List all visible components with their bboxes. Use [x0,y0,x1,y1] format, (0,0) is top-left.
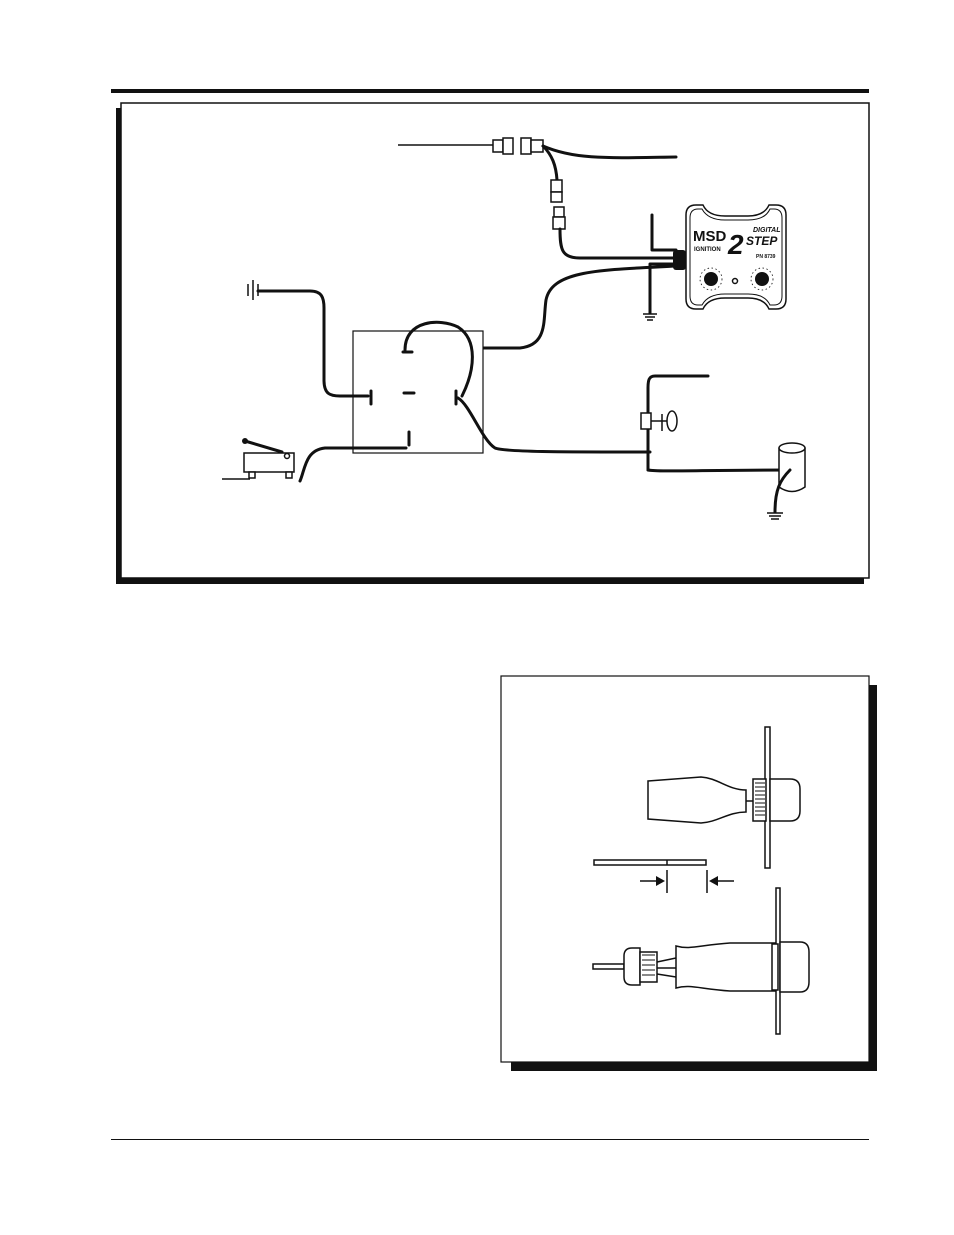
figure1-frame [121,103,869,578]
led-indicator [733,279,738,284]
brand-label: MSD [693,228,727,245]
part-number-label: PN 8739 [756,254,776,260]
relay [353,322,483,453]
wiring-diagram: MSD IGNITION 2 DIGITAL STEP PN 8739 [116,103,869,584]
connector-detail-diagram [501,676,877,1071]
product-top-label: DIGITAL [753,227,780,234]
product-word-label: STEP [746,234,778,248]
figure2-frame [501,676,869,1062]
brand-sub-label: IGNITION [694,247,721,253]
msd-2step-module: MSD IGNITION 2 DIGITAL STEP PN 8739 [673,205,786,309]
product-number-label: 2 [727,229,744,260]
